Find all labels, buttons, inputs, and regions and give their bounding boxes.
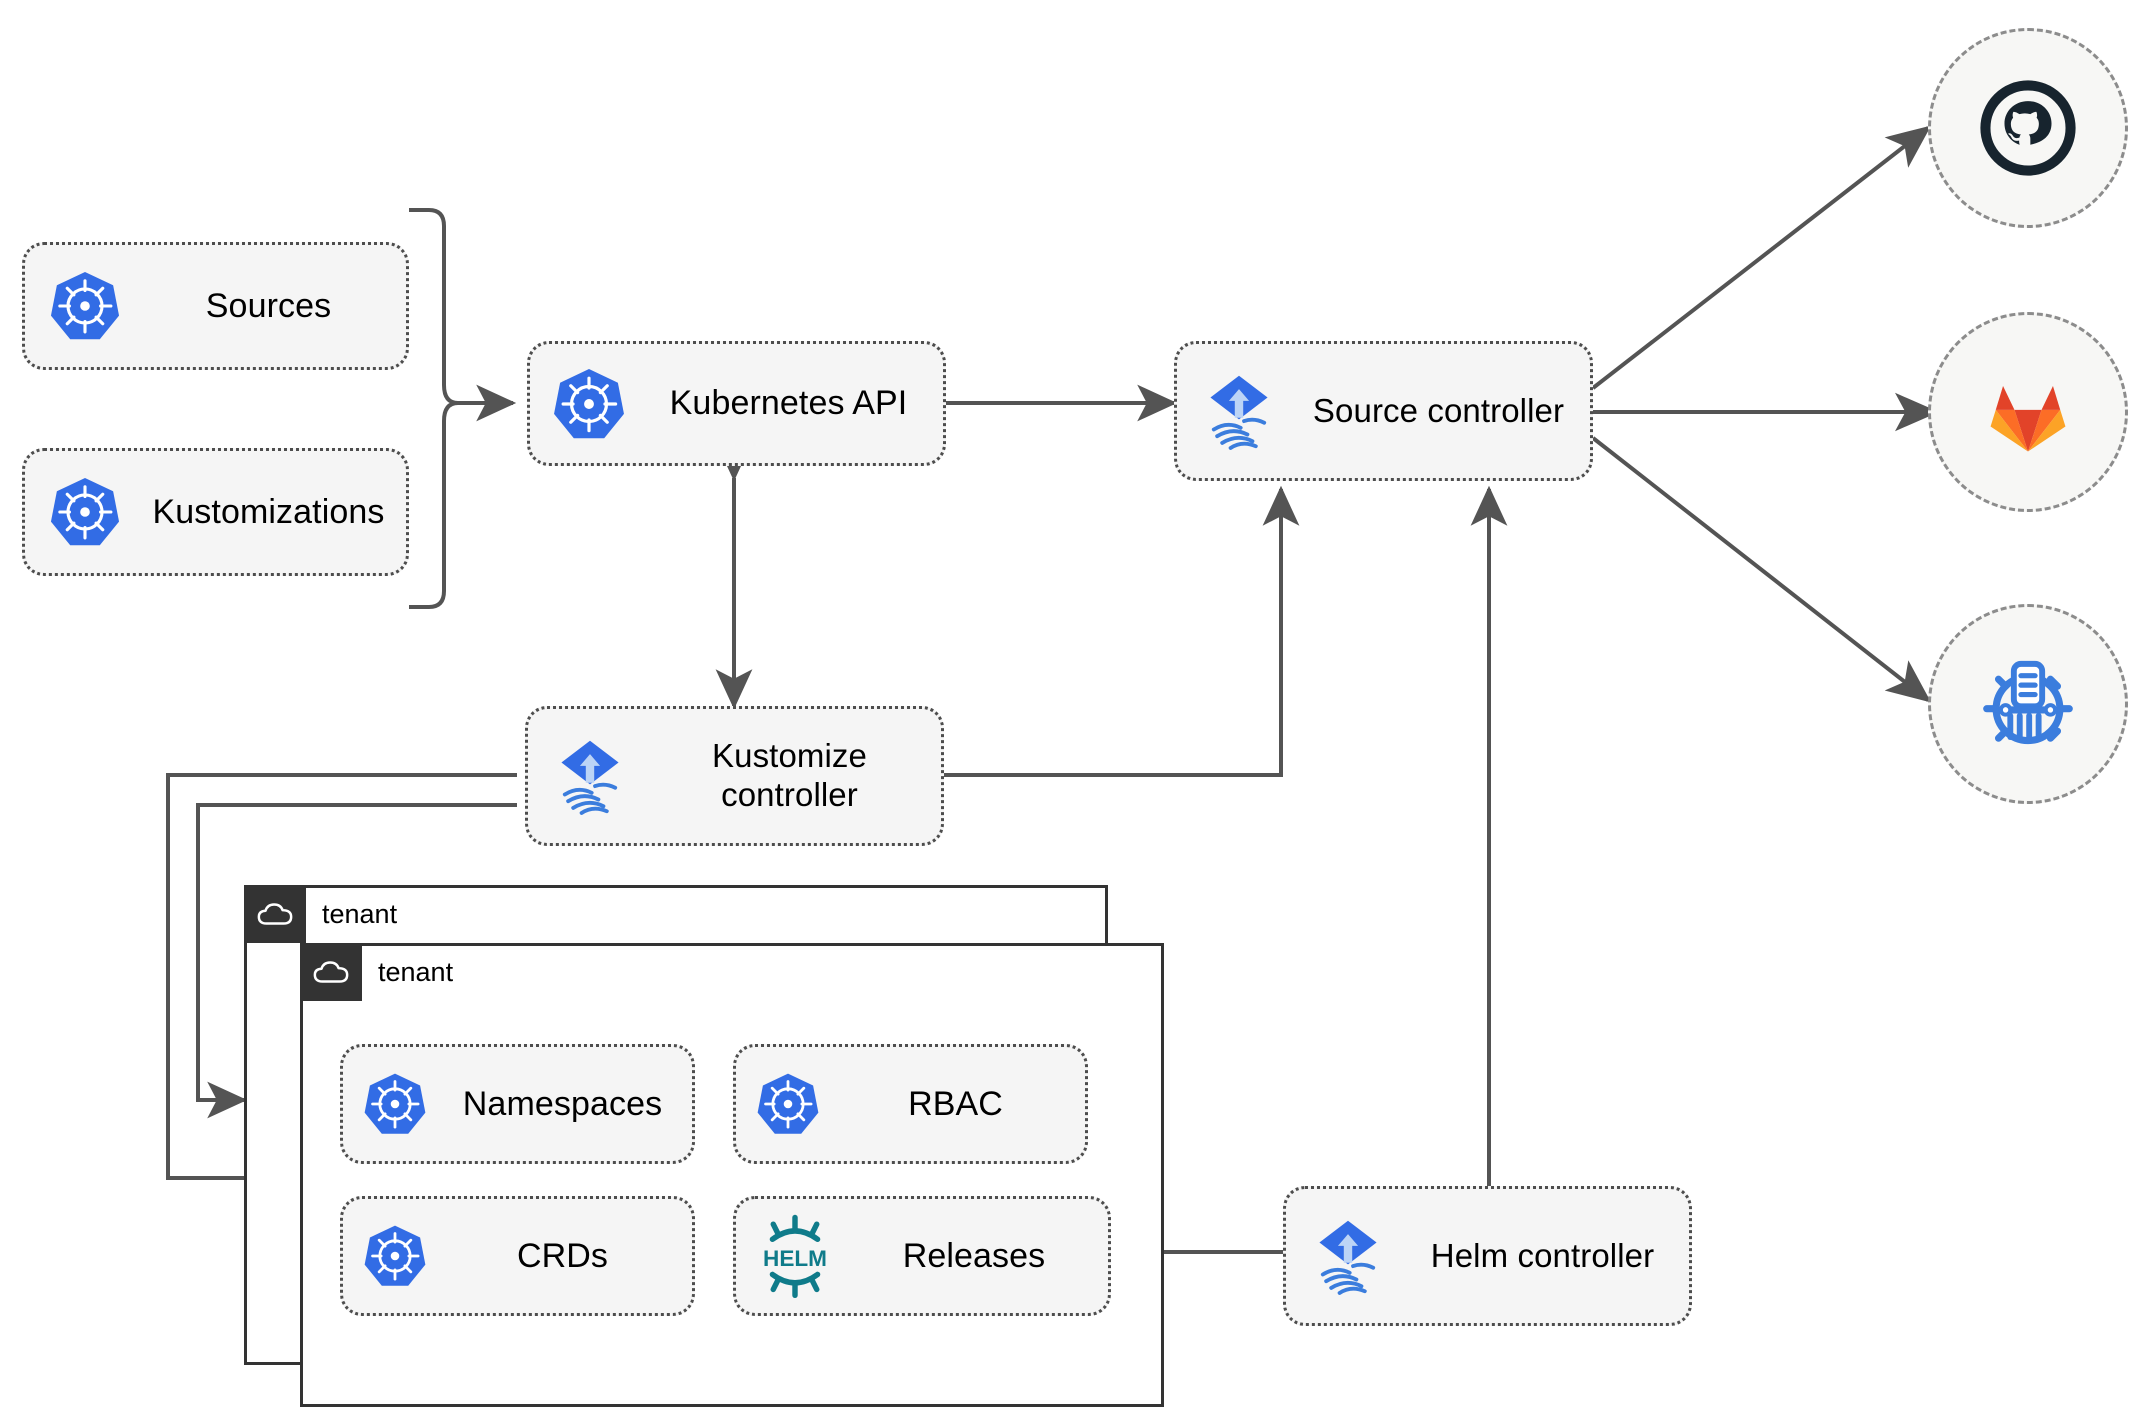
node-label: Namespaces [462, 1084, 663, 1123]
node-sources[interactable]: Sources [22, 242, 409, 370]
node-label: Kustomizations [152, 492, 385, 531]
tenant-header: tenant [300, 943, 469, 1001]
tenant-container-front[interactable]: tenant [300, 943, 1164, 1407]
kubernetes-icon [343, 1223, 447, 1289]
kubernetes-icon [530, 366, 648, 442]
kubernetes-icon [343, 1071, 447, 1137]
helm-repository-icon [1983, 660, 2073, 745]
kubernetes-icon [25, 475, 145, 549]
node-kubernetes-api[interactable]: Kubernetes API [527, 341, 946, 466]
node-label: Kustomize controller [712, 737, 867, 813]
node-source-controller[interactable]: Source controller [1174, 341, 1593, 481]
helm-icon: HELM [736, 1213, 854, 1299]
cloud-icon [244, 885, 306, 943]
flux-icon [1286, 1214, 1410, 1298]
tenant-label: tenant [378, 956, 454, 987]
node-namespaces[interactable]: Namespaces [340, 1044, 695, 1164]
node-label: Kubernetes API [669, 384, 908, 423]
flux-icon [528, 734, 652, 818]
kubernetes-icon [736, 1071, 840, 1137]
kubernetes-icon [25, 269, 145, 343]
node-label: CRDs [516, 1236, 609, 1275]
node-kustomizations[interactable]: Kustomizations [22, 448, 409, 576]
flux-icon [1177, 369, 1301, 453]
provider-gitlab[interactable] [1928, 312, 2128, 512]
node-label: RBAC [908, 1084, 1003, 1123]
node-helm-controller[interactable]: Helm controller [1283, 1186, 1692, 1326]
node-label: Helm controller [1430, 1236, 1655, 1274]
tenant-header: tenant [244, 885, 413, 943]
node-rbac[interactable]: RBAC [733, 1044, 1088, 1164]
node-crds[interactable]: CRDs [340, 1196, 695, 1316]
node-label: Releases [902, 1236, 1046, 1275]
tenant-label: tenant [322, 898, 398, 929]
node-label: Sources [205, 286, 332, 325]
gitlab-icon [1990, 386, 2066, 452]
cloud-icon [300, 943, 362, 1001]
provider-github[interactable] [1928, 28, 2128, 228]
node-releases[interactable]: HELM Releases [733, 1196, 1111, 1316]
helm-wordmark: HELM [763, 1246, 827, 1271]
node-kustomize-controller[interactable]: Kustomize controller [525, 706, 944, 846]
provider-helm-repository[interactable] [1928, 604, 2128, 804]
github-icon [1980, 80, 2076, 176]
node-label: Source controller [1312, 391, 1565, 429]
